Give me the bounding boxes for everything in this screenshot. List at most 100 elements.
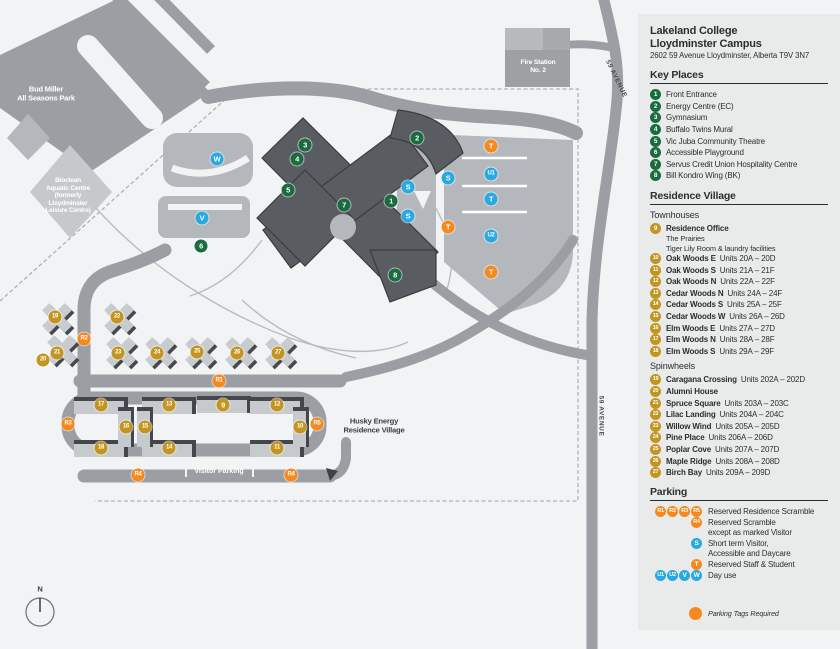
residence-units: Units 204A – 204C (719, 410, 784, 420)
map-marker-11: 11 (270, 441, 284, 455)
parking-legend-row: except as marked Visitor (650, 528, 828, 538)
residence-name: Oak Woods E (666, 254, 716, 264)
residence-units: Units 24A – 24F (727, 288, 783, 298)
road-island (339, 104, 357, 122)
legend-marker-25: 25 (650, 443, 661, 455)
parking-heading: Parking (650, 486, 828, 502)
map-marker-R1: R1 (212, 374, 226, 388)
road-stripe (185, 467, 187, 477)
legend-marker-26: 26 (650, 455, 661, 467)
map-marker-10: 10 (293, 420, 307, 434)
legend-marker-17: 17 (650, 334, 661, 346)
residence-name: Cedar Woods S (666, 300, 724, 310)
husky-village-label: Husky Energy Residence Village (343, 416, 405, 434)
legend-marker-19: 19 (650, 374, 661, 386)
avenue-59-road (565, 0, 624, 649)
map-marker-R4: R4 (131, 468, 145, 482)
map-marker-R4: R4 (284, 468, 298, 482)
spinwheels-subheading: Spinwheels (650, 361, 696, 372)
residence-name: Caragana Crossing (666, 375, 737, 385)
map-marker-18: 18 (94, 441, 108, 455)
legend-marker-8: 8 (650, 170, 661, 182)
legend-title-line2: Lloydminster Campus (650, 37, 762, 50)
parking-legend-row: S Short term Visitor, (650, 538, 828, 550)
map-marker-27: 27 (271, 346, 285, 360)
residence-units: Units 21A – 21F (719, 265, 775, 275)
legend-marker-U2: U2 (667, 570, 678, 582)
legend-marker-W: W (691, 570, 702, 582)
key-place-label: Accessible Playground (666, 148, 744, 158)
key-places-heading: Key Places (650, 69, 828, 84)
residence-office-subline: The Prairies (666, 234, 705, 244)
legend-marker-9: 9 (650, 223, 661, 235)
legend-marker-V: V (679, 570, 690, 582)
parking-row-text: except as marked Visitor (708, 528, 792, 538)
bioclean-label: Bioclean Aquatic Centre (formerly Lloydm… (45, 177, 91, 215)
key-place-label: Gymnasium (666, 113, 708, 123)
townhouses-subheading: Townhouses (650, 209, 700, 220)
map-marker-26: 26 (230, 346, 244, 360)
legend-marker-R4: R4 (691, 517, 702, 529)
map-marker-S: S (401, 180, 415, 194)
residence-units: Units 207A – 207D (715, 444, 780, 454)
map-marker-7: 7 (337, 198, 351, 212)
map-marker-T: T (484, 192, 498, 206)
legend-marker-27: 27 (650, 467, 661, 479)
map-marker-S: S (441, 171, 455, 185)
map-marker-R2: R2 (77, 332, 91, 346)
legend-marker-R1: R1 (655, 506, 666, 518)
parking-badges: R4 (650, 517, 702, 529)
residence-units: Units 208A – 208D (715, 456, 780, 466)
parking-row-text: Day use (708, 570, 737, 580)
legend-panel: Lakeland College Lloydminster Campus 260… (638, 14, 840, 630)
residence-name: Poplar Cove (666, 444, 712, 454)
map-marker-3: 3 (298, 138, 312, 152)
legend-marker-5: 5 (650, 135, 661, 147)
residence-office-label: Residence Office (666, 224, 729, 234)
legend-marker-U1: U1 (655, 570, 666, 582)
bud-miller-park-label: Bud Miller All Seasons Park (17, 84, 75, 102)
fire-station-shape (505, 28, 570, 87)
parking-row-text: Reserved Staff & Student (708, 559, 795, 569)
residence-units: Units 209A – 209D (706, 468, 771, 478)
entrance-arrow (326, 468, 338, 481)
legend-title-line1: Lakeland College (650, 25, 738, 37)
map-marker-R3: R3 (61, 417, 75, 431)
legend-marker-6: 6 (650, 147, 661, 159)
residence-name: Elm Woods S (666, 346, 716, 356)
legend-marker-S: S (691, 538, 702, 550)
parking-row-text: Accessible and Daycare (708, 549, 791, 559)
map-marker-14: 14 (162, 441, 176, 455)
residence-name: Maple Ridge (666, 456, 712, 466)
legend-marker-R5: R5 (691, 506, 702, 518)
map-marker-6: 6 (194, 239, 208, 253)
residence-units: Units 205A – 205D (715, 421, 780, 431)
bioclean-aquatic-centre-shape (30, 145, 112, 238)
legend-marker-2: 2 (650, 100, 661, 112)
legend-marker-11: 11 (650, 264, 661, 276)
legend-marker-1: 1 (650, 89, 661, 101)
legend-marker-R3: R3 (679, 506, 690, 518)
map-marker-20: 20 (36, 353, 50, 367)
parking-row-text: Short term Visitor, (708, 538, 769, 548)
legend-marker-20: 20 (650, 385, 661, 397)
north-compass (25, 597, 55, 627)
avenue-59-label-side: 59 AVENUE (597, 395, 605, 437)
